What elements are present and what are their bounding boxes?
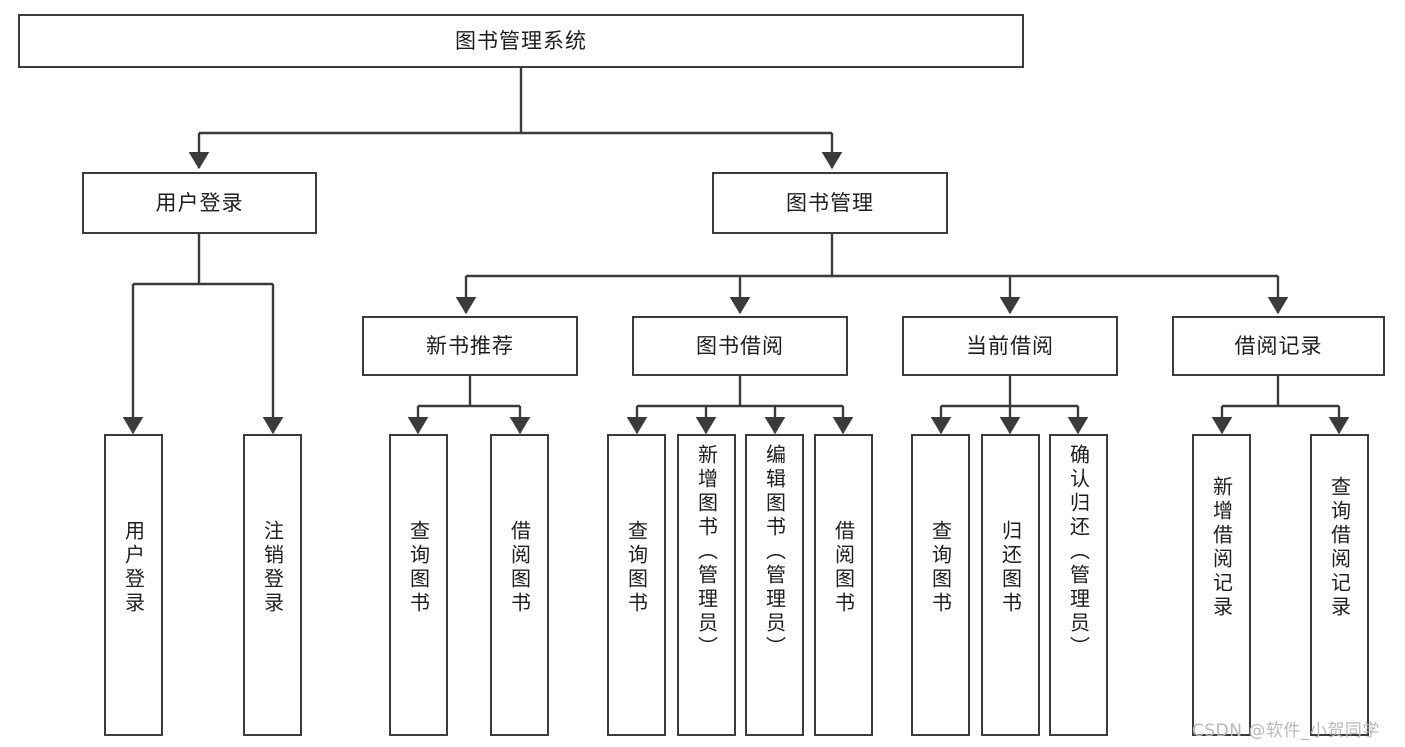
leaf-current-confirm-return-admin[interactable]: 确认归还（管理员）: [1049, 434, 1108, 736]
leaf-current-return-book[interactable]: 归还图书: [981, 434, 1040, 736]
leaf-user-login-signout[interactable]: 注销登录: [243, 434, 302, 736]
node-label: 借阅图书: [507, 520, 532, 616]
node-user-login[interactable]: 用户登录: [82, 172, 317, 234]
leaf-borrow-add-book-admin[interactable]: 新增图书（管理员）: [677, 434, 736, 736]
node-label: 新增图书（管理员）: [694, 444, 719, 660]
leaf-borrow-edit-book-admin[interactable]: 编辑图书（管理员）: [745, 434, 804, 736]
node-label: 借阅记录: [1234, 333, 1323, 358]
leaf-borrow-query-book[interactable]: 查询图书: [607, 434, 666, 736]
node-label: 注销登录: [260, 520, 285, 616]
node-book-management[interactable]: 图书管理: [712, 172, 948, 234]
node-book-borrow[interactable]: 图书借阅: [632, 316, 848, 376]
leaf-current-query-book[interactable]: 查询图书: [911, 434, 970, 736]
node-new-book-recommend[interactable]: 新书推荐: [362, 316, 578, 376]
node-label: 编辑图书（管理员）: [762, 444, 787, 660]
leaf-borrow-borrow-book[interactable]: 借阅图书: [814, 434, 873, 736]
leaf-record-query-borrow-record[interactable]: 查询借阅记录: [1310, 434, 1369, 736]
node-label: 查询图书: [928, 520, 953, 616]
leaf-recommend-borrow-book[interactable]: 借阅图书: [490, 434, 549, 736]
node-borrow-record[interactable]: 借阅记录: [1172, 316, 1385, 376]
leaf-record-add-borrow-record[interactable]: 新增借阅记录: [1192, 434, 1251, 736]
node-root-book-management-system[interactable]: 图书管理系统: [18, 14, 1024, 68]
watermark-text: CSDN @软件_小贺同学: [1192, 721, 1380, 741]
leaf-user-login-signin[interactable]: 用户登录: [104, 434, 163, 736]
node-label: 归还图书: [998, 520, 1023, 616]
node-label: 当前借阅: [966, 333, 1054, 358]
leaf-recommend-query-book[interactable]: 查询图书: [389, 434, 448, 736]
node-label: 查询图书: [624, 520, 649, 616]
node-label: 图书管理: [786, 190, 874, 215]
node-label: 图书管理系统: [455, 28, 587, 53]
node-label: 确认归还（管理员）: [1066, 444, 1091, 660]
node-label: 图书借阅: [696, 333, 784, 358]
node-label: 查询借阅记录: [1327, 476, 1352, 620]
node-label: 查询图书: [406, 520, 431, 616]
node-label: 用户登录: [121, 520, 146, 616]
node-label: 新书推荐: [426, 333, 514, 358]
node-current-borrow[interactable]: 当前借阅: [902, 316, 1118, 376]
node-label: 用户登录: [155, 190, 244, 215]
node-label: 借阅图书: [831, 520, 856, 616]
node-label: 新增借阅记录: [1209, 476, 1234, 620]
